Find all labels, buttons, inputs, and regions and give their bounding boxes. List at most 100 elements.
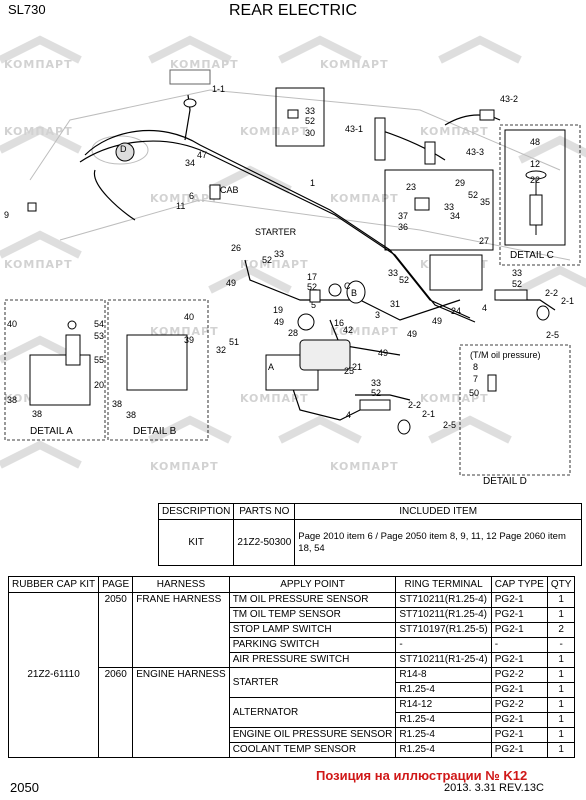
callout-label: 2-5	[546, 330, 559, 340]
callout-label: C	[344, 281, 351, 291]
page-title: REAR ELECTRIC	[228, 2, 358, 19]
callout-label: 40	[184, 312, 194, 322]
kit-parts-no: 21Z2-50300	[233, 519, 296, 566]
rear-electric-diagram: KOMПАРТ KOMПАРТ KOMПАРТ KOMПАРТ KOMПАРТ …	[0, 35, 586, 487]
callout-label: B	[351, 288, 357, 298]
callout-label: 1-1	[212, 84, 225, 94]
detail-b-caption: DETAIL B	[133, 426, 177, 437]
callout-label: 2-2	[408, 400, 421, 410]
kit-table-header: DESCRIPTION PARTS NO INCLUDED ITEM	[157, 503, 582, 520]
header-apply-point: APPLY POINT	[228, 576, 397, 593]
detail-c-caption: DETAIL C	[510, 250, 554, 261]
callout-label: 49	[274, 317, 284, 327]
watermark-text: KOMПАРТ	[420, 125, 489, 138]
watermark-text: KOMПАРТ	[170, 58, 239, 71]
callout-label: 24	[451, 306, 461, 316]
callout-label: 38	[112, 399, 122, 409]
callout-label: 51	[229, 337, 239, 347]
ring-terminal-cell: ST710211(R1.25-4)	[395, 592, 492, 608]
callout-label: 6	[189, 191, 194, 201]
callout-label: 52	[371, 388, 381, 398]
callout-label: 43-1	[345, 124, 363, 134]
table-row: ALTERNATOR R14-12 PG2-2 1	[9, 697, 576, 728]
callout-label: 29	[455, 178, 465, 188]
callout-label: 52	[399, 275, 409, 285]
qty-cell: 1	[546, 727, 576, 743]
callout-label: 38	[7, 395, 17, 405]
callout-label: 16	[334, 318, 344, 328]
watermark-text: KOMПАРТ	[330, 460, 399, 473]
cap-type-cell: PG2-1	[490, 652, 548, 668]
cap-type-cell: PG2-1	[490, 712, 548, 728]
callout-label: 49	[226, 278, 236, 288]
callout-label: 33	[371, 378, 381, 388]
callout-label: 49	[378, 348, 388, 358]
callout-label: 43-2	[500, 94, 518, 104]
callout-label: 54	[94, 319, 104, 329]
qty-cell: 1	[546, 607, 576, 623]
header-cap-type: CAP TYPE	[490, 576, 548, 593]
callout-label: 17	[307, 272, 317, 282]
cap-type-cell: PG2-1	[490, 682, 548, 698]
cap-type-cell: PG2-1	[490, 592, 548, 608]
callout-label: 33	[274, 249, 284, 259]
ring-terminal-cell: ST710211(R1-25-4)	[395, 652, 492, 668]
header-qty: QTY	[546, 576, 576, 593]
cap-type-cell: PG2-2	[490, 667, 548, 683]
callout-label: 2-5	[443, 420, 456, 430]
callout-label: 39	[184, 335, 194, 345]
callout-label: 32	[216, 345, 226, 355]
callout-label: 42	[343, 325, 353, 335]
cap-type-cell: -	[490, 637, 548, 653]
cap-type-cell: PG2-2	[490, 697, 548, 713]
part-callouts: 1-1 33 52 30 43-2 43-1 43-3 48 12 22 D 3…	[4, 84, 574, 430]
callout-label: 49	[432, 316, 442, 326]
table-row: STOP LAMP SWITCH ST710197(R1.25-5) PG2-1…	[9, 622, 576, 638]
callout-label: 40	[7, 319, 17, 329]
cap-type-cell: PG2-1	[490, 607, 548, 623]
callout-label: 2-2	[545, 288, 558, 298]
callout-label: 55	[94, 355, 104, 365]
callout-label: 47	[197, 150, 207, 160]
kit-description: KIT	[157, 519, 235, 566]
apply-point-cell: STARTER	[228, 667, 397, 698]
table-row: ENGINE OIL PRESSURE SENSOR R1.25-4 PG2-1…	[9, 727, 576, 743]
callout-label: 33	[512, 268, 522, 278]
apply-point-cell: ALTERNATOR	[228, 697, 397, 728]
callout-label: 23	[406, 182, 416, 192]
ring-terminal-cell: ST710197(R1.25-5)	[395, 622, 492, 638]
qty-cell: 1	[546, 682, 576, 698]
callout-label: 30	[305, 128, 315, 138]
kit-header-description: DESCRIPTION	[157, 503, 235, 520]
harness-cell: ENGINE HARNESS	[132, 667, 230, 758]
table-row: TM OIL TEMP SENSOR ST710211(R1.25-4) PG2…	[9, 607, 576, 623]
table-row: R1.25-4 PG2-1 1	[9, 712, 576, 728]
components	[27, 69, 566, 435]
callout-label: (T/M oil pressure)	[470, 350, 541, 360]
callout-label: 34	[450, 211, 460, 221]
harness-table-header: RUBBER CAP KIT PAGE HARNESS APPLY POINT …	[7, 576, 576, 593]
ring-terminal-cell: -	[395, 637, 492, 653]
detail-d-caption: DETAIL D	[483, 476, 527, 487]
wire-harness	[79, 94, 556, 421]
ring-terminal-cell: R1.25-4	[395, 742, 492, 758]
ring-terminal-cell: R1.25-4	[395, 727, 492, 743]
callout-label: A	[268, 362, 274, 372]
page-number: 2050	[10, 780, 39, 795]
callout-label: 7	[473, 374, 478, 384]
apply-point-cell: ENGINE OIL PRESSURE SENSOR	[228, 727, 397, 743]
kit-header-parts-no: PARTS NO	[233, 503, 296, 520]
callout-label: CAB	[220, 185, 239, 195]
callout-label: 36	[398, 222, 408, 232]
callout-label: 48	[530, 137, 540, 147]
callout-label: 35	[480, 197, 490, 207]
callout-label: 4	[346, 410, 351, 420]
callout-label: 2-1	[422, 409, 435, 419]
callout-label: 37	[398, 211, 408, 221]
qty-cell: 2	[546, 622, 576, 638]
callout-label: 1	[310, 178, 315, 188]
callout-label: 52	[262, 255, 272, 265]
qty-cell: 1	[546, 712, 576, 728]
apply-point-cell: COOLANT TEMP SENSOR	[228, 742, 397, 758]
cap-type-cell: PG2-1	[490, 742, 548, 758]
